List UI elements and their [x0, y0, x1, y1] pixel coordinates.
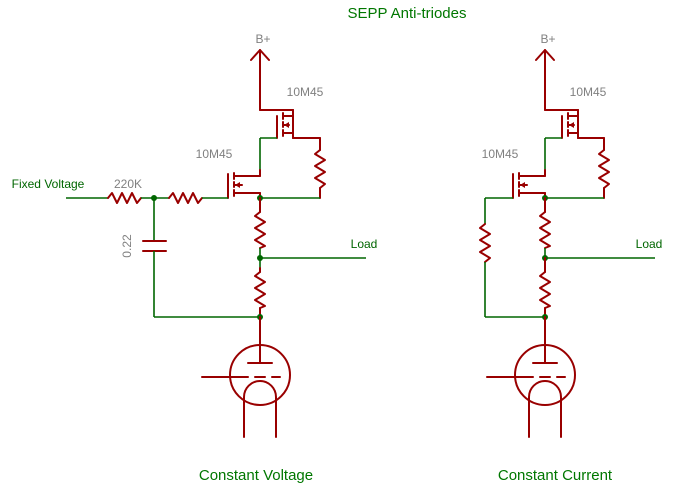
left-lower-mosfet — [227, 172, 261, 199]
left-input-label: Fixed Voltage — [12, 177, 85, 191]
left-input-resistor-label: 220K — [114, 177, 142, 191]
constant-current-circuit: B+ 10M45 — [479, 32, 663, 484]
left-bplus-label: B+ — [255, 32, 270, 46]
left-capacitor-label: 0.22 — [120, 234, 134, 258]
right-upper-resistor — [539, 211, 551, 249]
right-lower-mosfet — [512, 172, 546, 199]
right-upper-mosfet — [561, 109, 579, 139]
left-upper-mosfet-label: 10M45 — [287, 85, 324, 99]
left-gate-resistor — [314, 149, 326, 189]
right-caption: Constant Current — [498, 467, 613, 484]
right-upper-mosfet-label: 10M45 — [570, 85, 607, 99]
right-lower-resistor — [539, 271, 551, 309]
left-upper-resistor — [254, 211, 266, 249]
diagram-title: SEPP Anti-triodes — [348, 5, 467, 22]
left-upper-mosfet — [276, 109, 294, 139]
right-bplus-label: B+ — [540, 32, 555, 46]
left-caption: Constant Voltage — [199, 467, 313, 484]
left-lower-resistor — [254, 271, 266, 309]
right-load-label: Load — [636, 237, 663, 251]
constant-voltage-circuit: B+ 10M45 — [12, 32, 378, 484]
right-lower-mosfet-label: 10M45 — [482, 147, 519, 161]
left-input-resistor — [107, 192, 142, 204]
right-bias-resistor — [479, 223, 491, 263]
left-gate-stopper-resistor — [168, 192, 203, 204]
left-lower-mosfet-label: 10M45 — [196, 147, 233, 161]
right-gate-resistor — [598, 149, 610, 189]
left-load-label: Load — [351, 237, 378, 251]
right-tube — [486, 344, 576, 438]
left-tube — [201, 344, 291, 438]
